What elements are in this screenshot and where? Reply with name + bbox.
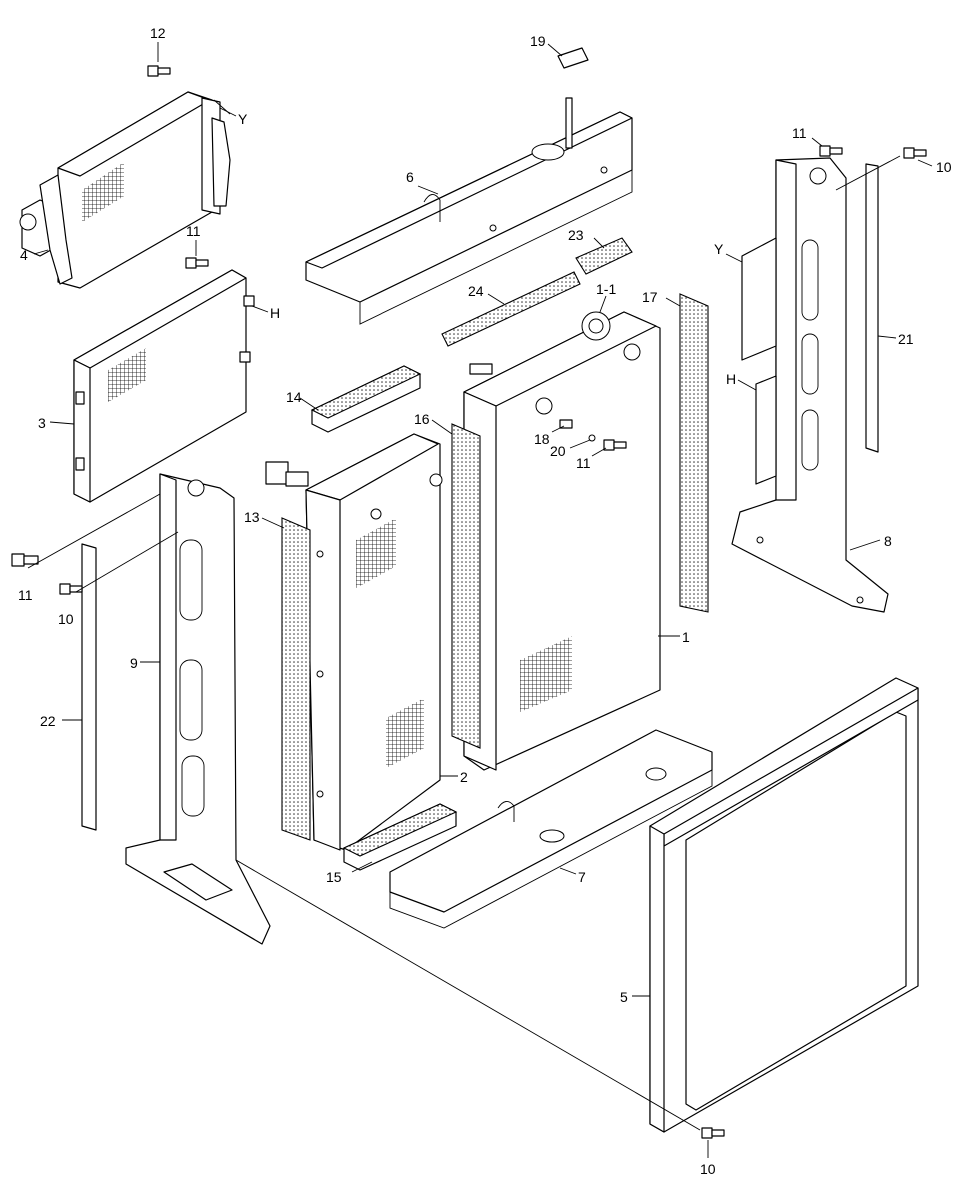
- label-11-right: 11: [792, 125, 807, 141]
- label-23: 23: [568, 227, 584, 243]
- part-4-intercooler: [19, 91, 231, 289]
- part-6-top-frame: [305, 97, 633, 325]
- part-24-seal: [441, 271, 581, 347]
- part-11-bolt-left: [11, 553, 39, 567]
- part-23-seal: [575, 237, 633, 275]
- part-11-bolt-upper-left: [185, 257, 209, 269]
- label-7: 7: [578, 869, 586, 885]
- label-11-left: 11: [18, 587, 33, 603]
- label-8: 8: [884, 533, 892, 549]
- label-1-1: 1-1: [596, 281, 616, 297]
- part-18-20-fittings: [559, 419, 627, 451]
- label-19: 19: [530, 33, 546, 49]
- part-10-bolt-left: [59, 583, 83, 595]
- part-12-bolt: [147, 65, 171, 77]
- part-22-strip: [81, 543, 97, 831]
- label-1: 1: [682, 629, 690, 645]
- label-y-right: Y: [714, 241, 724, 257]
- leader-lines: [27, 42, 933, 1158]
- label-9: 9: [130, 655, 138, 671]
- label-13: 13: [244, 509, 260, 525]
- part-16-seal: [451, 423, 481, 749]
- label-14: 14: [286, 389, 302, 405]
- part-8-side-frame: [731, 157, 889, 613]
- part-h-bracket-right: [755, 375, 777, 485]
- part-9-side-frame: [125, 473, 271, 945]
- label-17: 17: [642, 289, 658, 305]
- label-22: 22: [40, 713, 56, 729]
- label-12: 12: [150, 25, 166, 41]
- label-2: 2: [460, 769, 468, 785]
- part-5-front-frame: [649, 677, 919, 1133]
- label-4: 4: [20, 247, 28, 263]
- label-21: 21: [898, 331, 914, 347]
- label-h-left: H: [270, 305, 280, 321]
- label-10-bottom: 10: [700, 1161, 716, 1177]
- part-7-bottom-frame: [389, 729, 713, 929]
- label-11-center: 11: [576, 455, 591, 471]
- label-15: 15: [326, 869, 342, 885]
- part-21-strip: [865, 163, 879, 453]
- label-11-upper-left: 11: [186, 223, 201, 239]
- part-1-radiator: [463, 311, 661, 771]
- label-3: 3: [38, 415, 46, 431]
- label-6: 6: [406, 169, 414, 185]
- label-20: 20: [550, 443, 566, 459]
- label-24: 24: [468, 283, 484, 299]
- label-10-left: 10: [58, 611, 74, 627]
- part-10-bolt-right: [903, 147, 927, 159]
- part-19-plate: [557, 47, 589, 69]
- label-y-left: Y: [238, 111, 248, 127]
- callout-labels: 12 Y 4 11 H 3 19 6 23 24 1-1 17 14 16 18…: [18, 25, 952, 1177]
- part-10-bolt-bottom: [701, 1127, 725, 1139]
- label-5: 5: [620, 989, 628, 1005]
- label-18: 18: [534, 431, 550, 447]
- part-11-bolt-right: [819, 145, 843, 157]
- label-10-right: 10: [936, 159, 952, 175]
- part-2-core: [265, 433, 443, 851]
- part-17-seal: [679, 293, 709, 613]
- label-16: 16: [414, 411, 430, 427]
- part-13-seal: [281, 517, 311, 841]
- part-y-bracket-right: [741, 237, 777, 361]
- part-3-panel: [73, 269, 255, 503]
- label-h-right: H: [726, 371, 736, 387]
